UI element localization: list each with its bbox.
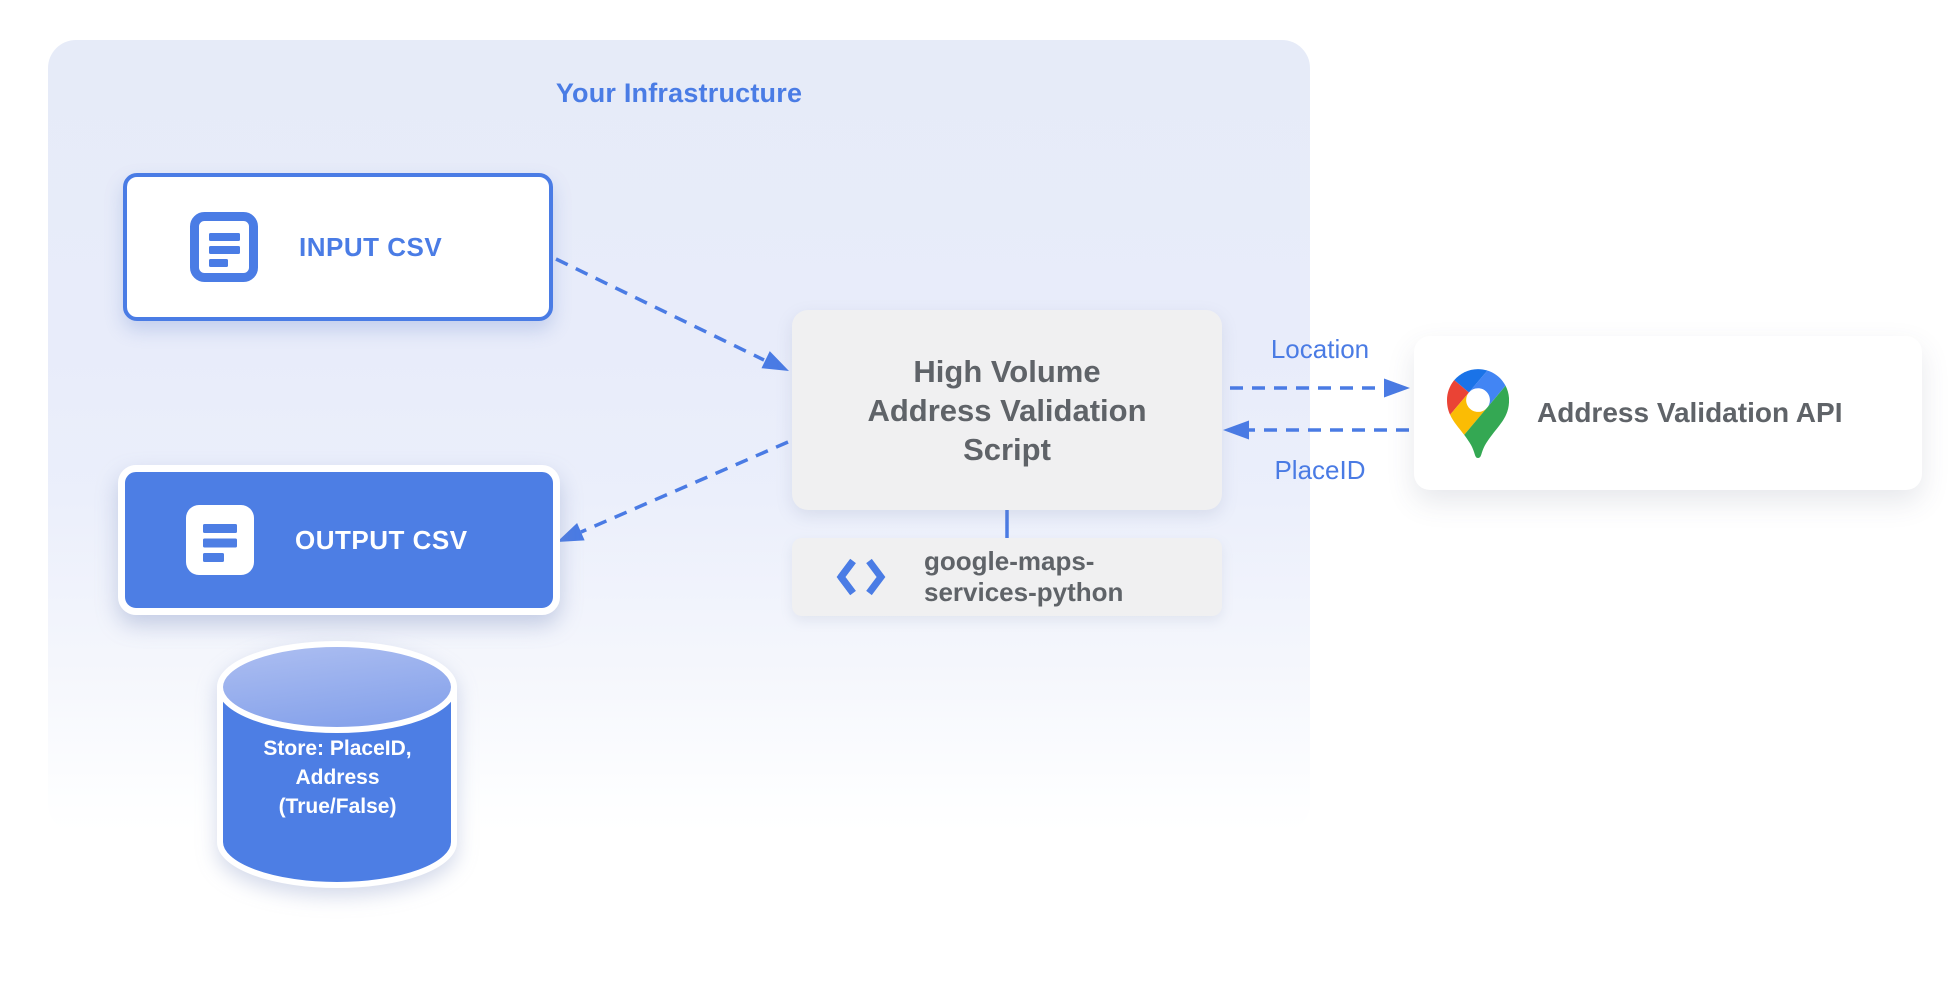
validation-script-node: High Volume Address Validation Script xyxy=(792,310,1222,510)
library-line-2: services-python xyxy=(924,577,1124,607)
infrastructure-title: Your Infrastructure xyxy=(555,78,803,108)
datastore-line-2: Address xyxy=(295,766,380,789)
document-icon xyxy=(190,212,258,282)
arrowhead-script-to-api xyxy=(1384,378,1410,398)
library-line-1: google-maps- xyxy=(924,546,1095,576)
datastore-line-3: (True/False) xyxy=(278,795,397,818)
script-line-2: Address Validation xyxy=(867,392,1147,428)
script-line-3: Script xyxy=(963,431,1051,467)
datastore-label: Store: PlaceID, Address (True/False) xyxy=(216,734,459,821)
code-icon xyxy=(836,558,886,596)
library-label: google-maps- services-python xyxy=(924,546,1123,608)
location-edge-label: Location xyxy=(1270,334,1370,364)
google-maps-pin-icon xyxy=(1447,368,1509,458)
datastore-cylinder xyxy=(217,641,457,888)
placeid-edge-label: PlaceID xyxy=(1274,455,1366,485)
input-csv-node: INPUT CSV xyxy=(123,173,553,321)
document-icon xyxy=(186,505,254,575)
script-line-1: High Volume xyxy=(913,353,1101,389)
input-csv-label: INPUT CSV xyxy=(299,231,443,262)
output-csv-node: OUTPUT CSV xyxy=(118,465,560,615)
api-label: Address Validation API xyxy=(1537,397,1843,428)
address-validation-api-node: Address Validation API xyxy=(1414,336,1922,490)
output-csv-label: OUTPUT CSV xyxy=(295,524,468,555)
library-node: google-maps- services-python xyxy=(792,538,1222,616)
datastore-line-1: Store: PlaceID, xyxy=(263,737,412,760)
